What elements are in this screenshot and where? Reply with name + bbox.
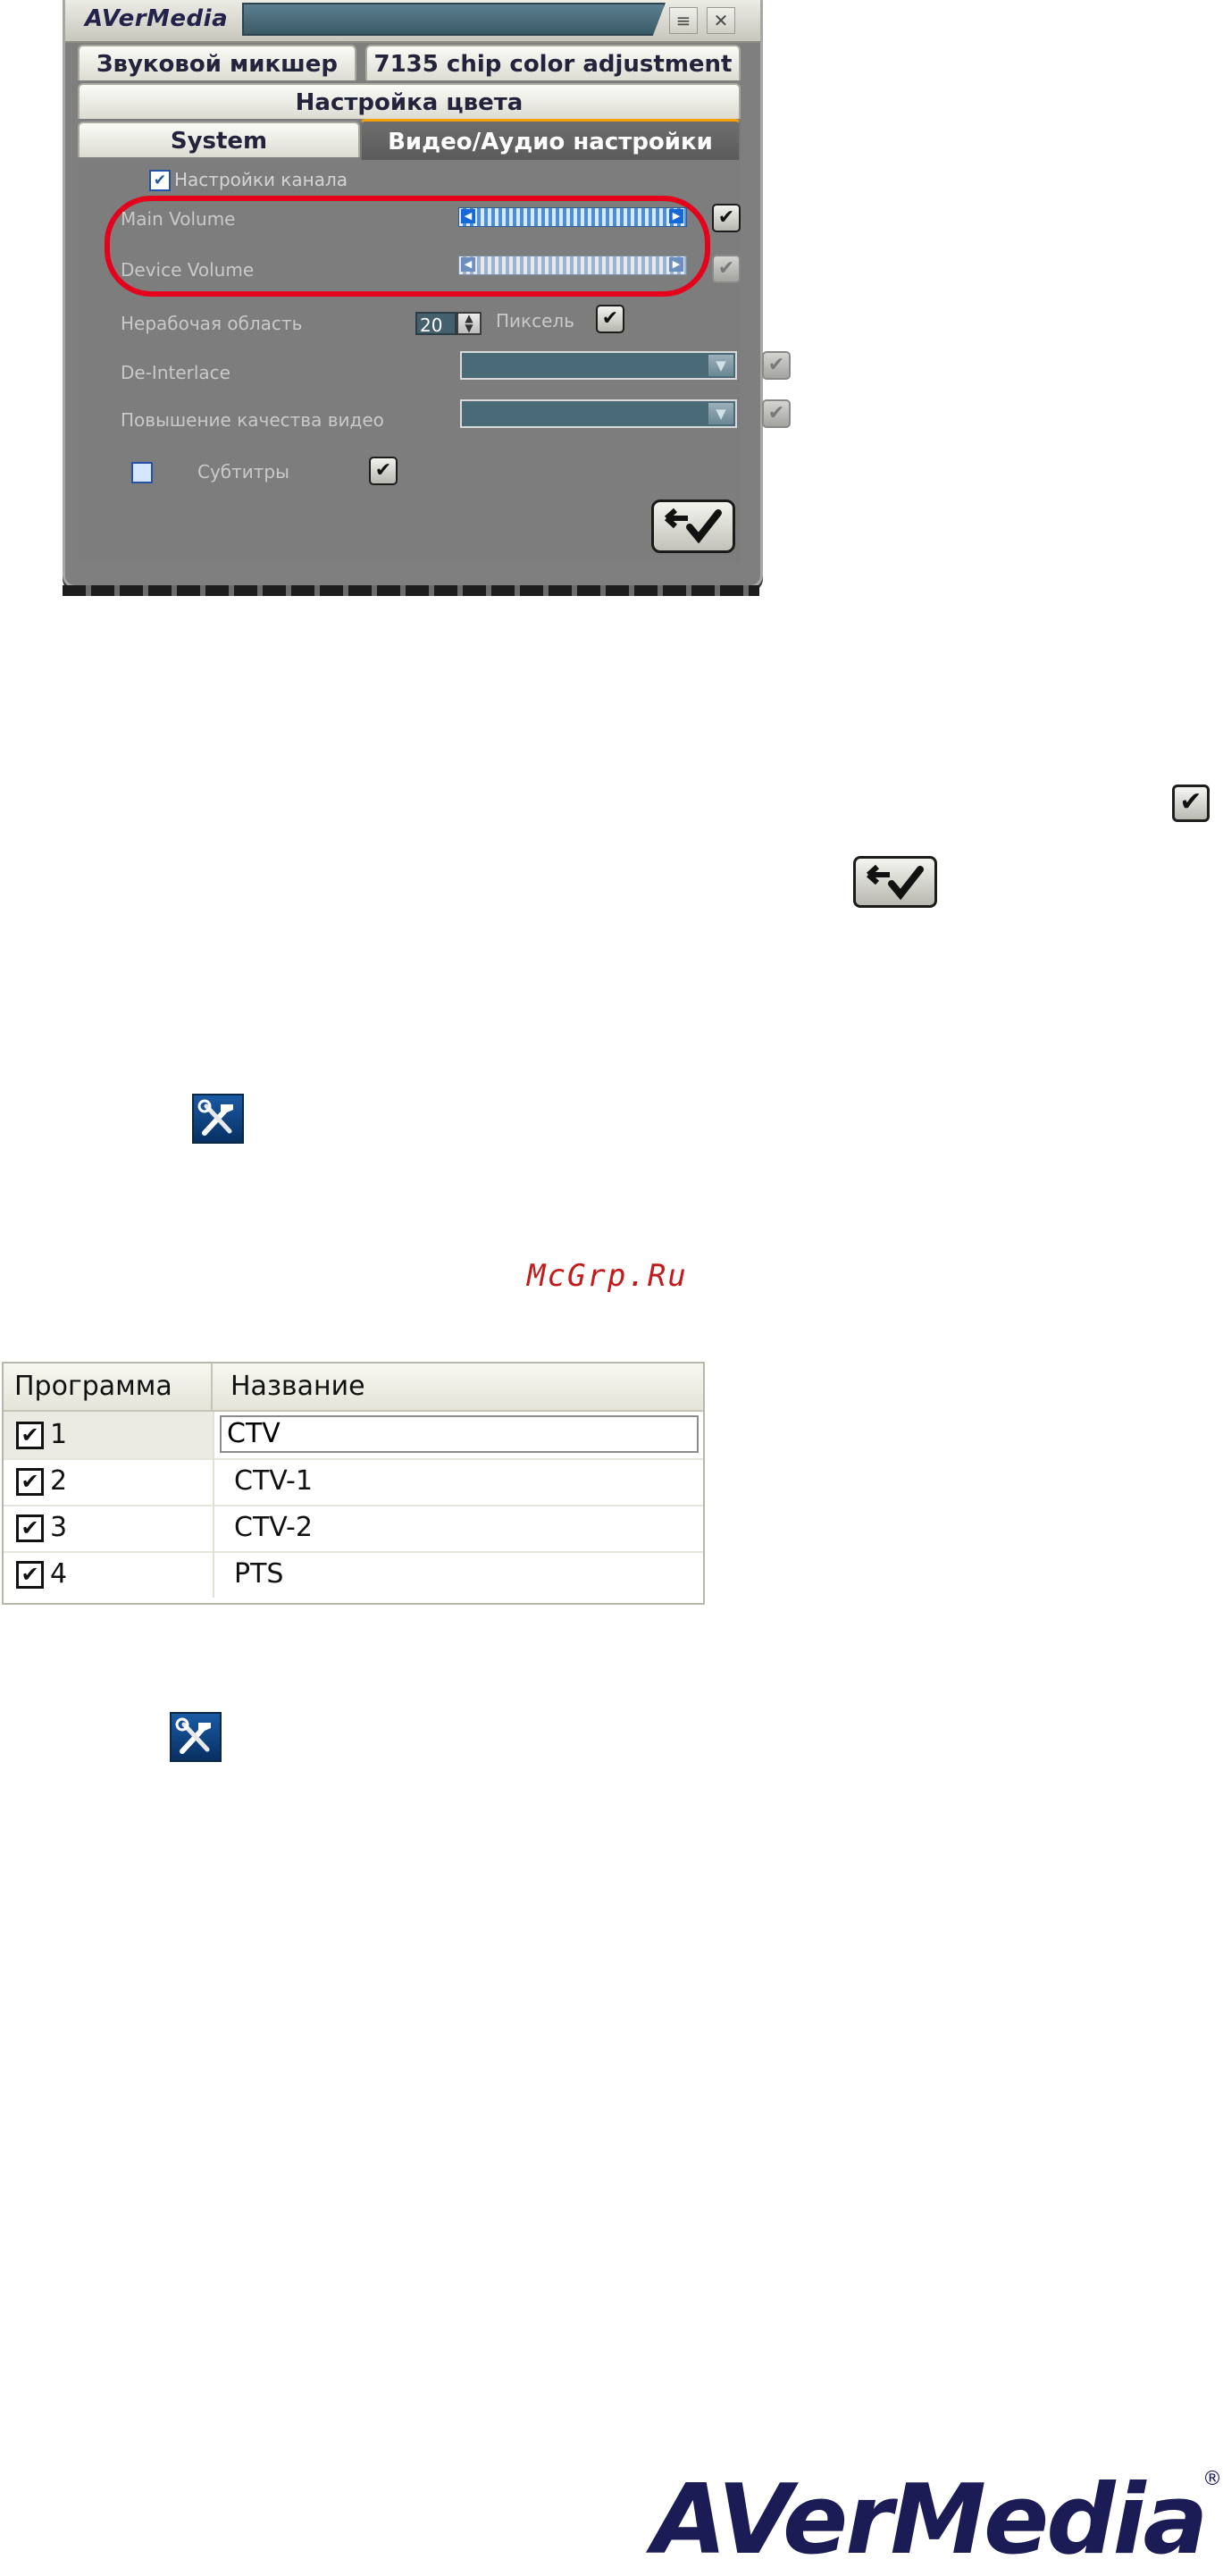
row-checkbox[interactable]: ✔ bbox=[16, 1561, 44, 1589]
chevron-down-icon[interactable]: ▼ bbox=[708, 403, 733, 424]
spin-down-icon[interactable]: ▼ bbox=[465, 322, 473, 334]
subtitles-checkbox[interactable] bbox=[131, 462, 153, 483]
settings-dialog: AVerMedia ≡ ✕ Звуковой микшер 7135 chip … bbox=[63, 0, 791, 588]
device-volume-checkbox[interactable]: ✔ bbox=[712, 255, 741, 283]
tab-video-audio-settings[interactable]: Видео/Аудио настройки bbox=[360, 119, 741, 160]
dead-area-input[interactable]: 20 bbox=[415, 312, 457, 336]
subtitles-label: Субтитры bbox=[197, 461, 289, 482]
tab-color-settings[interactable]: Настройка цвета bbox=[78, 83, 741, 119]
program-cell: ✔ 2 bbox=[4, 1458, 214, 1505]
channel-settings-label: Настройки канала bbox=[174, 169, 348, 190]
channel-name-input[interactable]: CTV bbox=[220, 1415, 699, 1453]
subtitles-option-checkbox[interactable]: ✔ bbox=[369, 457, 398, 485]
video-audio-panel: ✔ Настройки канала Main Volume ◀ ▶ ✔ Dev… bbox=[78, 160, 791, 562]
table-row[interactable]: ✔ 1 CTV bbox=[4, 1412, 703, 1460]
video-enhance-checkbox[interactable]: ✔ bbox=[762, 399, 791, 428]
device-volume-label: Device Volume bbox=[121, 259, 255, 281]
program-number: 3 bbox=[50, 1512, 68, 1543]
table-row[interactable]: ✔ 4 PTS bbox=[4, 1551, 703, 1598]
channel-name: CTV-2 bbox=[234, 1512, 313, 1543]
table-header: Программа Название bbox=[4, 1364, 703, 1412]
tab-chip-color-adjustment[interactable]: 7135 chip color adjustment bbox=[365, 45, 741, 80]
avermedia-logo: AVerMedia bbox=[652, 2464, 1208, 2576]
column-header-program[interactable]: Программа bbox=[4, 1364, 213, 1410]
dialog-brand-logo: AVerMedia bbox=[85, 5, 229, 32]
tools-icon bbox=[170, 1712, 222, 1762]
dead-area-label: Нерабочая область bbox=[121, 313, 303, 334]
channel-table: Программа Название ✔ 1 CTV ✔ 2 CTV-1 ✔ 3… bbox=[2, 1362, 705, 1605]
device-volume-right-arrow-icon[interactable]: ▶ bbox=[669, 257, 683, 272]
row-checkbox[interactable]: ✔ bbox=[16, 1515, 44, 1542]
table-row[interactable]: ✔ 2 CTV-1 bbox=[4, 1458, 703, 1506]
dead-area-spinner[interactable]: ▲ ▼ bbox=[457, 312, 482, 335]
deinterlace-select[interactable]: ▼ bbox=[460, 351, 737, 380]
row-checkbox[interactable]: ✔ bbox=[16, 1422, 44, 1449]
checkbox-check-icon: ✔ bbox=[1172, 785, 1210, 822]
deinterlace-checkbox[interactable]: ✔ bbox=[762, 351, 791, 380]
volume-highlight-annotation bbox=[105, 196, 710, 297]
tab-system[interactable]: System bbox=[78, 122, 360, 157]
main-volume-left-arrow-icon[interactable]: ◀ bbox=[461, 209, 475, 223]
tools-icon bbox=[192, 1094, 244, 1144]
program-cell: ✔ 1 bbox=[4, 1412, 214, 1458]
title-bar[interactable]: AVerMedia ≡ ✕ bbox=[65, 0, 760, 43]
chevron-down-icon[interactable]: ▼ bbox=[708, 355, 733, 376]
title-display bbox=[242, 3, 666, 36]
column-header-name[interactable]: Название bbox=[230, 1371, 365, 1402]
apply-return-icon bbox=[664, 508, 722, 544]
video-enhance-select[interactable]: ▼ bbox=[460, 399, 737, 428]
watermark-text: McGrp.Ru bbox=[527, 1258, 688, 1294]
apply-button[interactable] bbox=[651, 499, 735, 553]
spin-up-icon[interactable]: ▲ bbox=[465, 312, 473, 324]
program-number: 4 bbox=[50, 1558, 68, 1590]
program-cell: ✔ 4 bbox=[4, 1551, 214, 1598]
close-icon: ✕ bbox=[713, 10, 729, 31]
program-number: 1 bbox=[50, 1419, 68, 1450]
pixel-checkbox[interactable]: ✔ bbox=[596, 305, 624, 333]
video-enhance-label: Повышение качества видео bbox=[121, 409, 384, 431]
menu-button[interactable]: ≡ bbox=[669, 7, 698, 34]
device-volume-left-arrow-icon[interactable]: ◀ bbox=[461, 257, 475, 272]
deinterlace-label: De-Interlace bbox=[121, 362, 230, 383]
channel-name: CTV-1 bbox=[234, 1465, 313, 1497]
device-volume-slider[interactable]: ◀ ▶ bbox=[458, 256, 687, 275]
row-checkbox[interactable]: ✔ bbox=[16, 1468, 44, 1496]
main-volume-label: Main Volume bbox=[121, 208, 236, 230]
background-window-strip bbox=[63, 585, 759, 596]
main-volume-right-arrow-icon[interactable]: ▶ bbox=[669, 209, 683, 223]
close-button[interactable]: ✕ bbox=[707, 7, 735, 34]
channel-name: PTS bbox=[234, 1558, 284, 1590]
pixel-label: Пиксель bbox=[496, 310, 574, 331]
main-volume-track bbox=[458, 207, 687, 227]
device-volume-track bbox=[458, 256, 687, 275]
main-volume-checkbox[interactable]: ✔ bbox=[712, 204, 741, 232]
channel-settings-checkbox[interactable]: ✔ bbox=[149, 170, 171, 191]
apply-return-icon bbox=[853, 856, 937, 908]
table-row[interactable]: ✔ 3 CTV-2 bbox=[4, 1505, 703, 1553]
program-number: 2 bbox=[50, 1465, 68, 1497]
menu-icon: ≡ bbox=[675, 10, 691, 31]
program-cell: ✔ 3 bbox=[4, 1505, 214, 1551]
tab-sound-mixer[interactable]: Звуковой микшер bbox=[78, 45, 356, 80]
main-volume-slider[interactable]: ◀ ▶ bbox=[458, 207, 687, 227]
registered-mark: ® bbox=[1202, 2468, 1222, 2490]
